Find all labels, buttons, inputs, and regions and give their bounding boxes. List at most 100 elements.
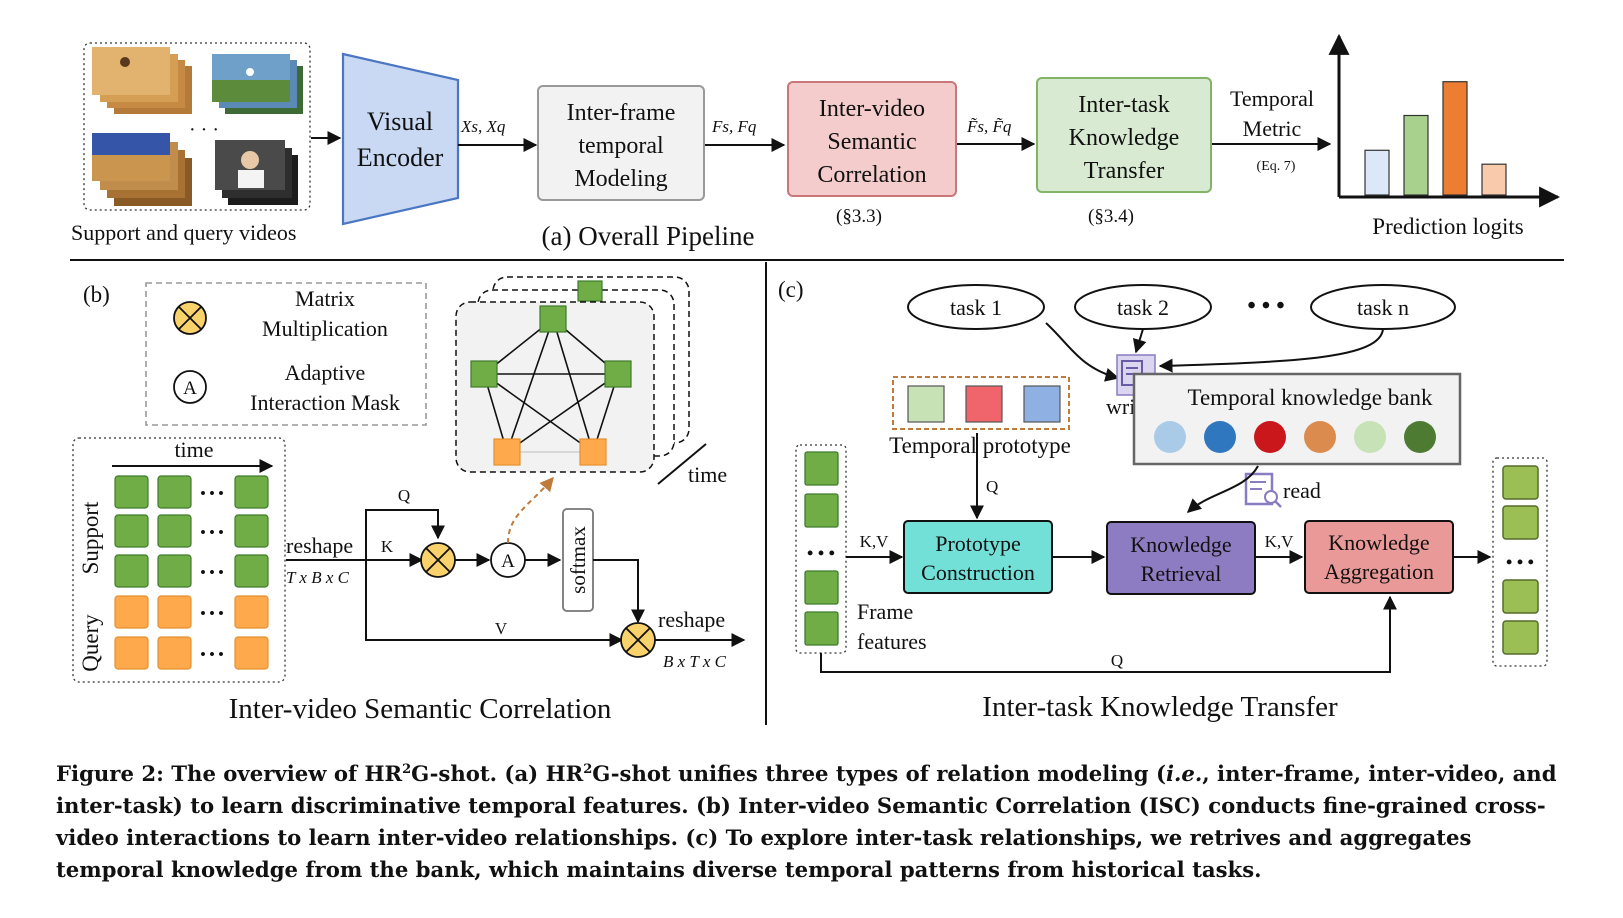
- a-node-label: A: [501, 551, 515, 572]
- interaction-graph: time: [455, 276, 727, 487]
- adaptive-mask-icon: A: [173, 370, 207, 404]
- prototype-label: Temporal prototype: [889, 433, 1071, 458]
- bank-entry-0: [1154, 421, 1186, 453]
- output-feature-cells: [1502, 465, 1539, 655]
- legend-mm-line-1: Matrix: [295, 286, 355, 311]
- bank-entries: [1154, 421, 1436, 453]
- bank-entry-4: [1354, 421, 1386, 453]
- pipeline-title: (a) Overall Pipeline: [542, 221, 755, 251]
- output-ellipsis: • • •: [1506, 552, 1534, 572]
- task-1-ellipse: [907, 284, 1045, 330]
- support-cell-2-1: [157, 554, 192, 588]
- bank-entry-2: [1254, 421, 1286, 453]
- bank-entry-3: [1304, 421, 1336, 453]
- figure-caption: Figure 2: The overview of HR2G-shot. (a)…: [56, 758, 1566, 886]
- intervideo-box: [787, 81, 957, 197]
- logits-bars: [1364, 81, 1507, 196]
- support-cell-1-0: [114, 514, 149, 548]
- shape-label-1: T x B x C: [286, 568, 350, 587]
- matmul-node-1: [420, 542, 456, 578]
- arrow-frames-aggregation-q: [820, 595, 1397, 673]
- grid-time-label: time: [174, 437, 213, 462]
- panel-b-tag: (b): [83, 282, 110, 307]
- retrieval-line-2: Retrieval: [1141, 561, 1222, 586]
- support-cell-0-0: [114, 475, 149, 509]
- support-label: Support: [78, 501, 103, 574]
- panel-c-tag: (c): [778, 277, 804, 302]
- query-label: Query: [78, 614, 103, 672]
- panel-c-title: Inter-task Knowledge Transfer: [982, 691, 1338, 723]
- intervideo-line-2: Semantic: [827, 129, 916, 155]
- thumb-stack-4: [215, 140, 298, 205]
- metric-ref: (Eq. 7): [1257, 159, 1296, 174]
- temporal-prototype-frame: [892, 376, 1070, 430]
- proto-box-line-1: Prototype: [935, 531, 1021, 556]
- logits-label: Prediction logits: [1372, 214, 1523, 239]
- legend-mm-line-2: Multiplication: [262, 316, 388, 341]
- arrow-bank-retrieval: [1186, 465, 1259, 513]
- fs-fq-tilde-label: F̃s, F̃q: [966, 117, 1012, 136]
- graph-time-axis: [657, 443, 707, 485]
- encoder-label-2: Encoder: [357, 143, 444, 172]
- kv-label-2: K,V: [1265, 532, 1295, 551]
- frame-ellipsis: • • •: [807, 543, 835, 563]
- interframe-line-3: Modeling: [574, 166, 667, 192]
- adaptive-mask-node: A: [490, 542, 526, 578]
- arrow-v: [365, 560, 624, 647]
- matrix-multiplication-icon: [173, 301, 207, 335]
- matmul-node-2: [620, 622, 656, 658]
- feature-grid: • • •• • •• • •• • •• • •: [114, 475, 269, 670]
- knowledge-bank: [1132, 372, 1462, 466]
- panel-b-title: Inter-video Semantic Correlation: [229, 693, 612, 725]
- frame-features-line-1: Frame: [857, 599, 913, 624]
- output-cell-2: [1502, 579, 1539, 614]
- read-icon: [1244, 472, 1282, 508]
- interframe-line-1: Inter-frame: [567, 100, 676, 126]
- shape-label-2: B x T x C: [663, 652, 727, 671]
- xs-xq-label: Xs, Xq: [460, 117, 506, 136]
- logit-bar-4: [1481, 163, 1507, 196]
- visual-encoder: [341, 52, 460, 226]
- arrow-q: [365, 509, 445, 560]
- frame-features-line-2: features: [857, 629, 927, 654]
- caption-part-4: , inter-frame, inter-video, and inter-ta…: [56, 761, 1557, 882]
- support-cell-0-1: [157, 475, 192, 509]
- input-caption: Support and query videos: [71, 220, 296, 245]
- support-cell-1-2: [234, 514, 269, 548]
- logit-bar-1: [1364, 149, 1390, 196]
- task-ellipsis: • • •: [1247, 293, 1284, 319]
- caption-ie: i.e.: [1165, 761, 1203, 786]
- aggregation-line-2: Aggregation: [1324, 559, 1434, 584]
- prototype-square-2: [1023, 385, 1061, 423]
- logit-bar-3: [1442, 81, 1468, 196]
- query-cell-4-0: [114, 636, 149, 670]
- arrow-task2-write: [1132, 328, 1147, 354]
- graph-nodes: [470, 305, 632, 466]
- output-feature-frame: [1492, 457, 1548, 667]
- arrow-taskn-write: [1158, 328, 1384, 373]
- bank-label: Temporal knowledge bank: [1188, 385, 1433, 410]
- metric-line-2: Metric: [1243, 116, 1302, 141]
- frame-feature-cells: [804, 451, 839, 646]
- video-thumbnails: · · ·: [83, 42, 311, 211]
- grid-row-ellipsis-2: • • •: [200, 565, 223, 581]
- frame-cell-2: [804, 570, 839, 605]
- intertask-box: [1036, 77, 1212, 193]
- query-cell-4-1: [157, 636, 192, 670]
- arrow-mask-graph: [507, 476, 554, 544]
- caption-part-3: G-shot unifies three types of relation m…: [592, 761, 1166, 786]
- output-cell-3: [1502, 620, 1539, 655]
- grid-row-ellipsis-0: • • •: [200, 486, 223, 502]
- caption-part-2: G-shot. (a) HR: [411, 761, 584, 786]
- legend-a-symbol: A: [183, 378, 197, 399]
- q-label: Q: [398, 486, 410, 505]
- frame-cell-3: [804, 611, 839, 646]
- thumb-ellipsis: · · ·: [189, 119, 219, 141]
- query-cell-3-1: [157, 595, 192, 629]
- grid-row-ellipsis-1: • • •: [200, 525, 223, 541]
- frame-cell-0: [804, 451, 839, 486]
- fs-fq-label: Fs, Fq: [711, 117, 757, 136]
- graph-node-4: [579, 438, 607, 466]
- graph-node-3: [493, 438, 521, 466]
- caption-part-1: Figure 2: The overview of HR: [56, 761, 403, 786]
